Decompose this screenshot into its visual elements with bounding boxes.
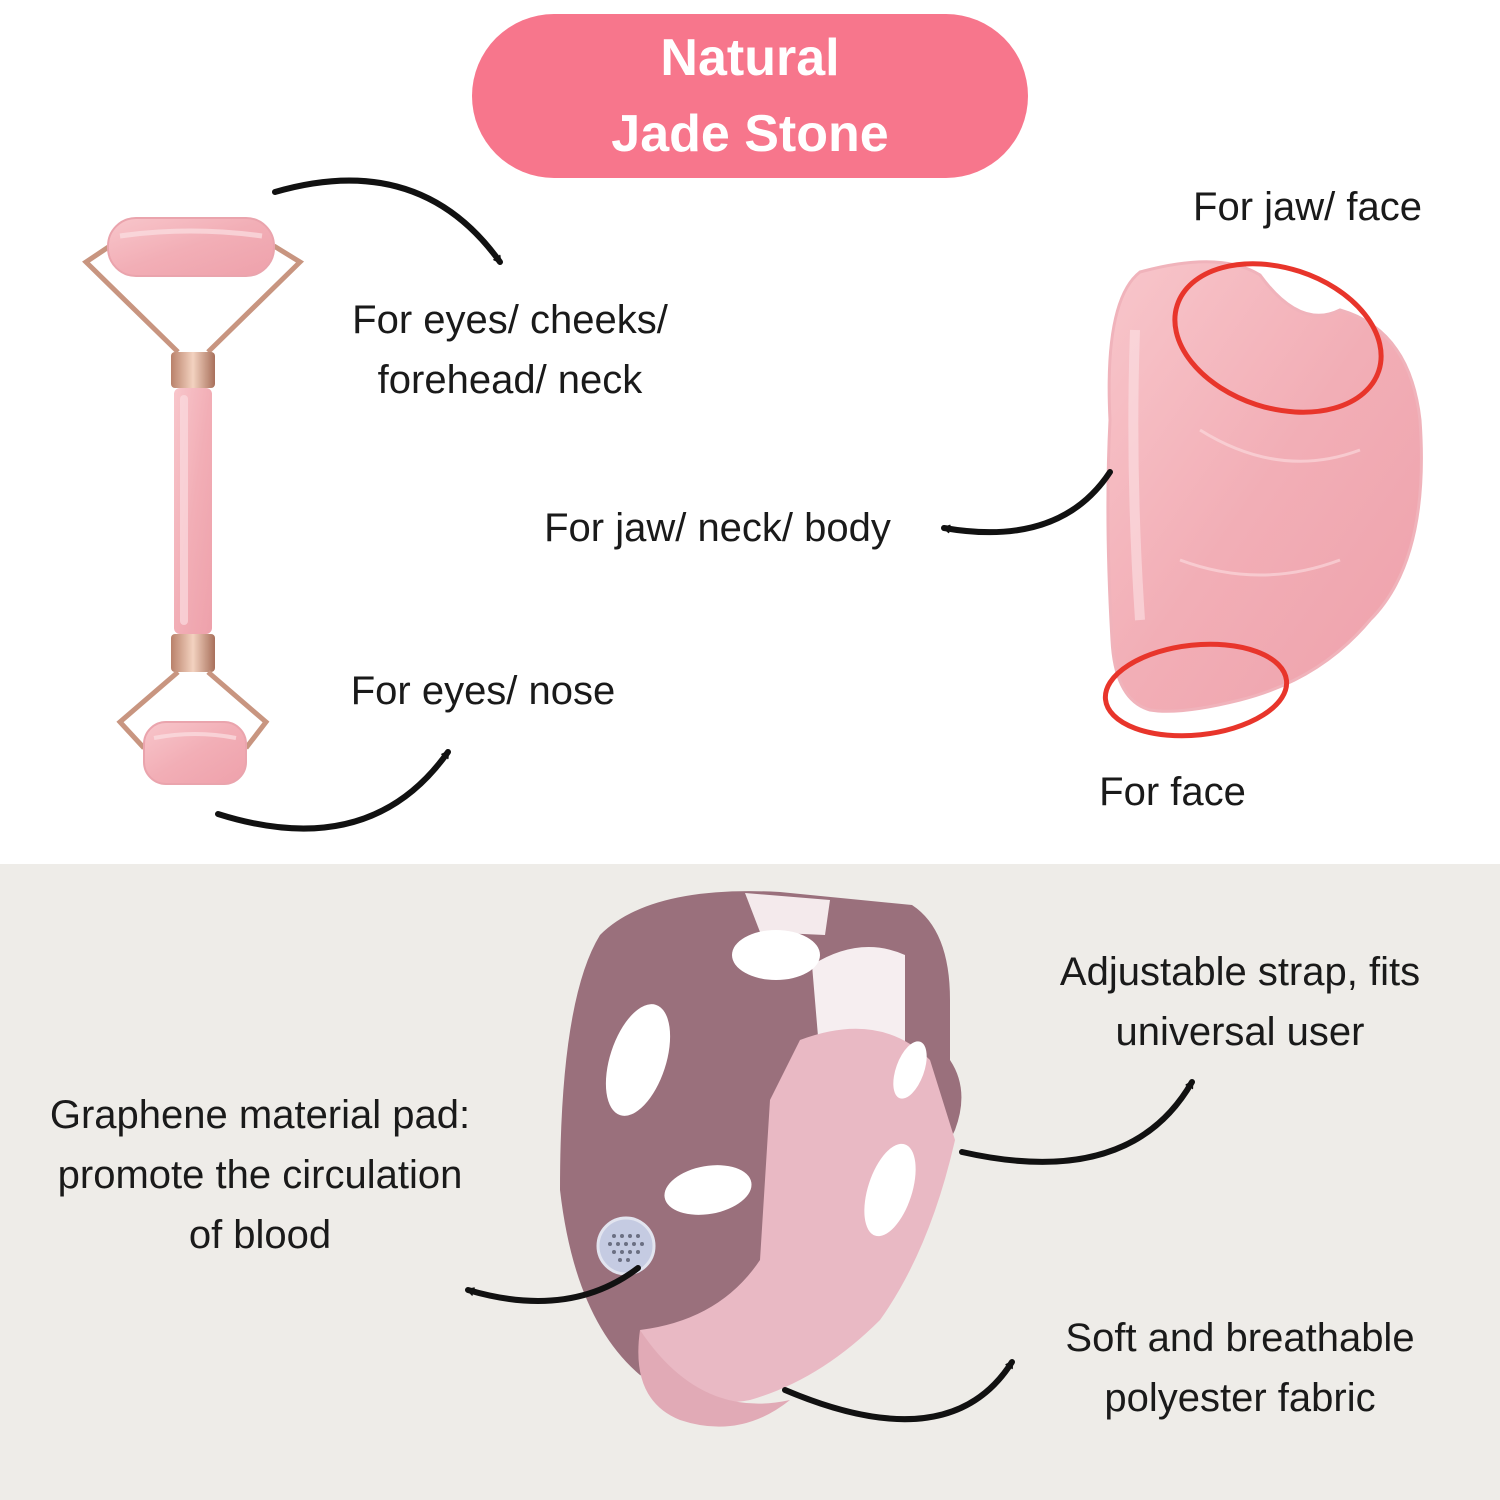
title-line-2: Jade Stone <box>611 105 889 163</box>
curved-arrow-icon <box>782 1359 1015 1423</box>
title-badge: Natural Jade Stone <box>472 14 1028 178</box>
title-line-1: Natural <box>660 29 840 87</box>
roller-large-end-label: For eyes/ cheeks/ forehead/ neck <box>315 290 705 410</box>
pad-feature-label-line-1: Graphene material pad: <box>49 1093 471 1137</box>
curved-arrow-icon <box>941 469 1113 536</box>
curved-arrow-icon <box>215 749 451 832</box>
gua-sha-side-label: For jaw/ neck/ body <box>544 506 891 550</box>
pad-feature-label-line-3: of blood <box>188 1213 332 1257</box>
fabric-feature-label-line-1: Soft and breathable <box>1065 1316 1415 1360</box>
roller-large-end-label-line-1: For eyes/ cheeks/ <box>352 298 668 342</box>
jade-roller-image <box>82 217 305 785</box>
curved-arrow-icon <box>272 177 503 265</box>
fabric-feature-label: Soft and breathable polyester fabric <box>1030 1308 1450 1428</box>
gua-sha-image <box>1102 260 1423 739</box>
gua-sha-top-label: For jaw/ face <box>1193 185 1422 229</box>
face-strap-image <box>560 891 962 1427</box>
strap-feature-label: Adjustable strap, fits universal user <box>1025 942 1455 1062</box>
roller-small-end-label: For eyes/ nose <box>350 669 616 713</box>
fabric-feature-label-line-2: polyester fabric <box>1104 1376 1376 1420</box>
roller-large-end-label-line-2: forehead/ neck <box>377 358 643 402</box>
highlight-circle-bottom <box>1102 641 1290 739</box>
pad-feature-label-line-2: promote the circulation <box>57 1153 463 1197</box>
curved-arrow-icon <box>959 1079 1195 1165</box>
gua-sha-bottom-label: For face <box>1099 770 1246 814</box>
pad-feature-label: Graphene material pad: promote the circu… <box>15 1085 505 1265</box>
curved-arrow-icon <box>465 1265 641 1304</box>
highlight-circle-top <box>1172 261 1384 415</box>
strap-feature-label-line-2: universal user <box>1115 1010 1365 1054</box>
strap-feature-label-line-1: Adjustable strap, fits <box>1059 950 1421 994</box>
curved-arrow-icon <box>215 177 1195 1423</box>
